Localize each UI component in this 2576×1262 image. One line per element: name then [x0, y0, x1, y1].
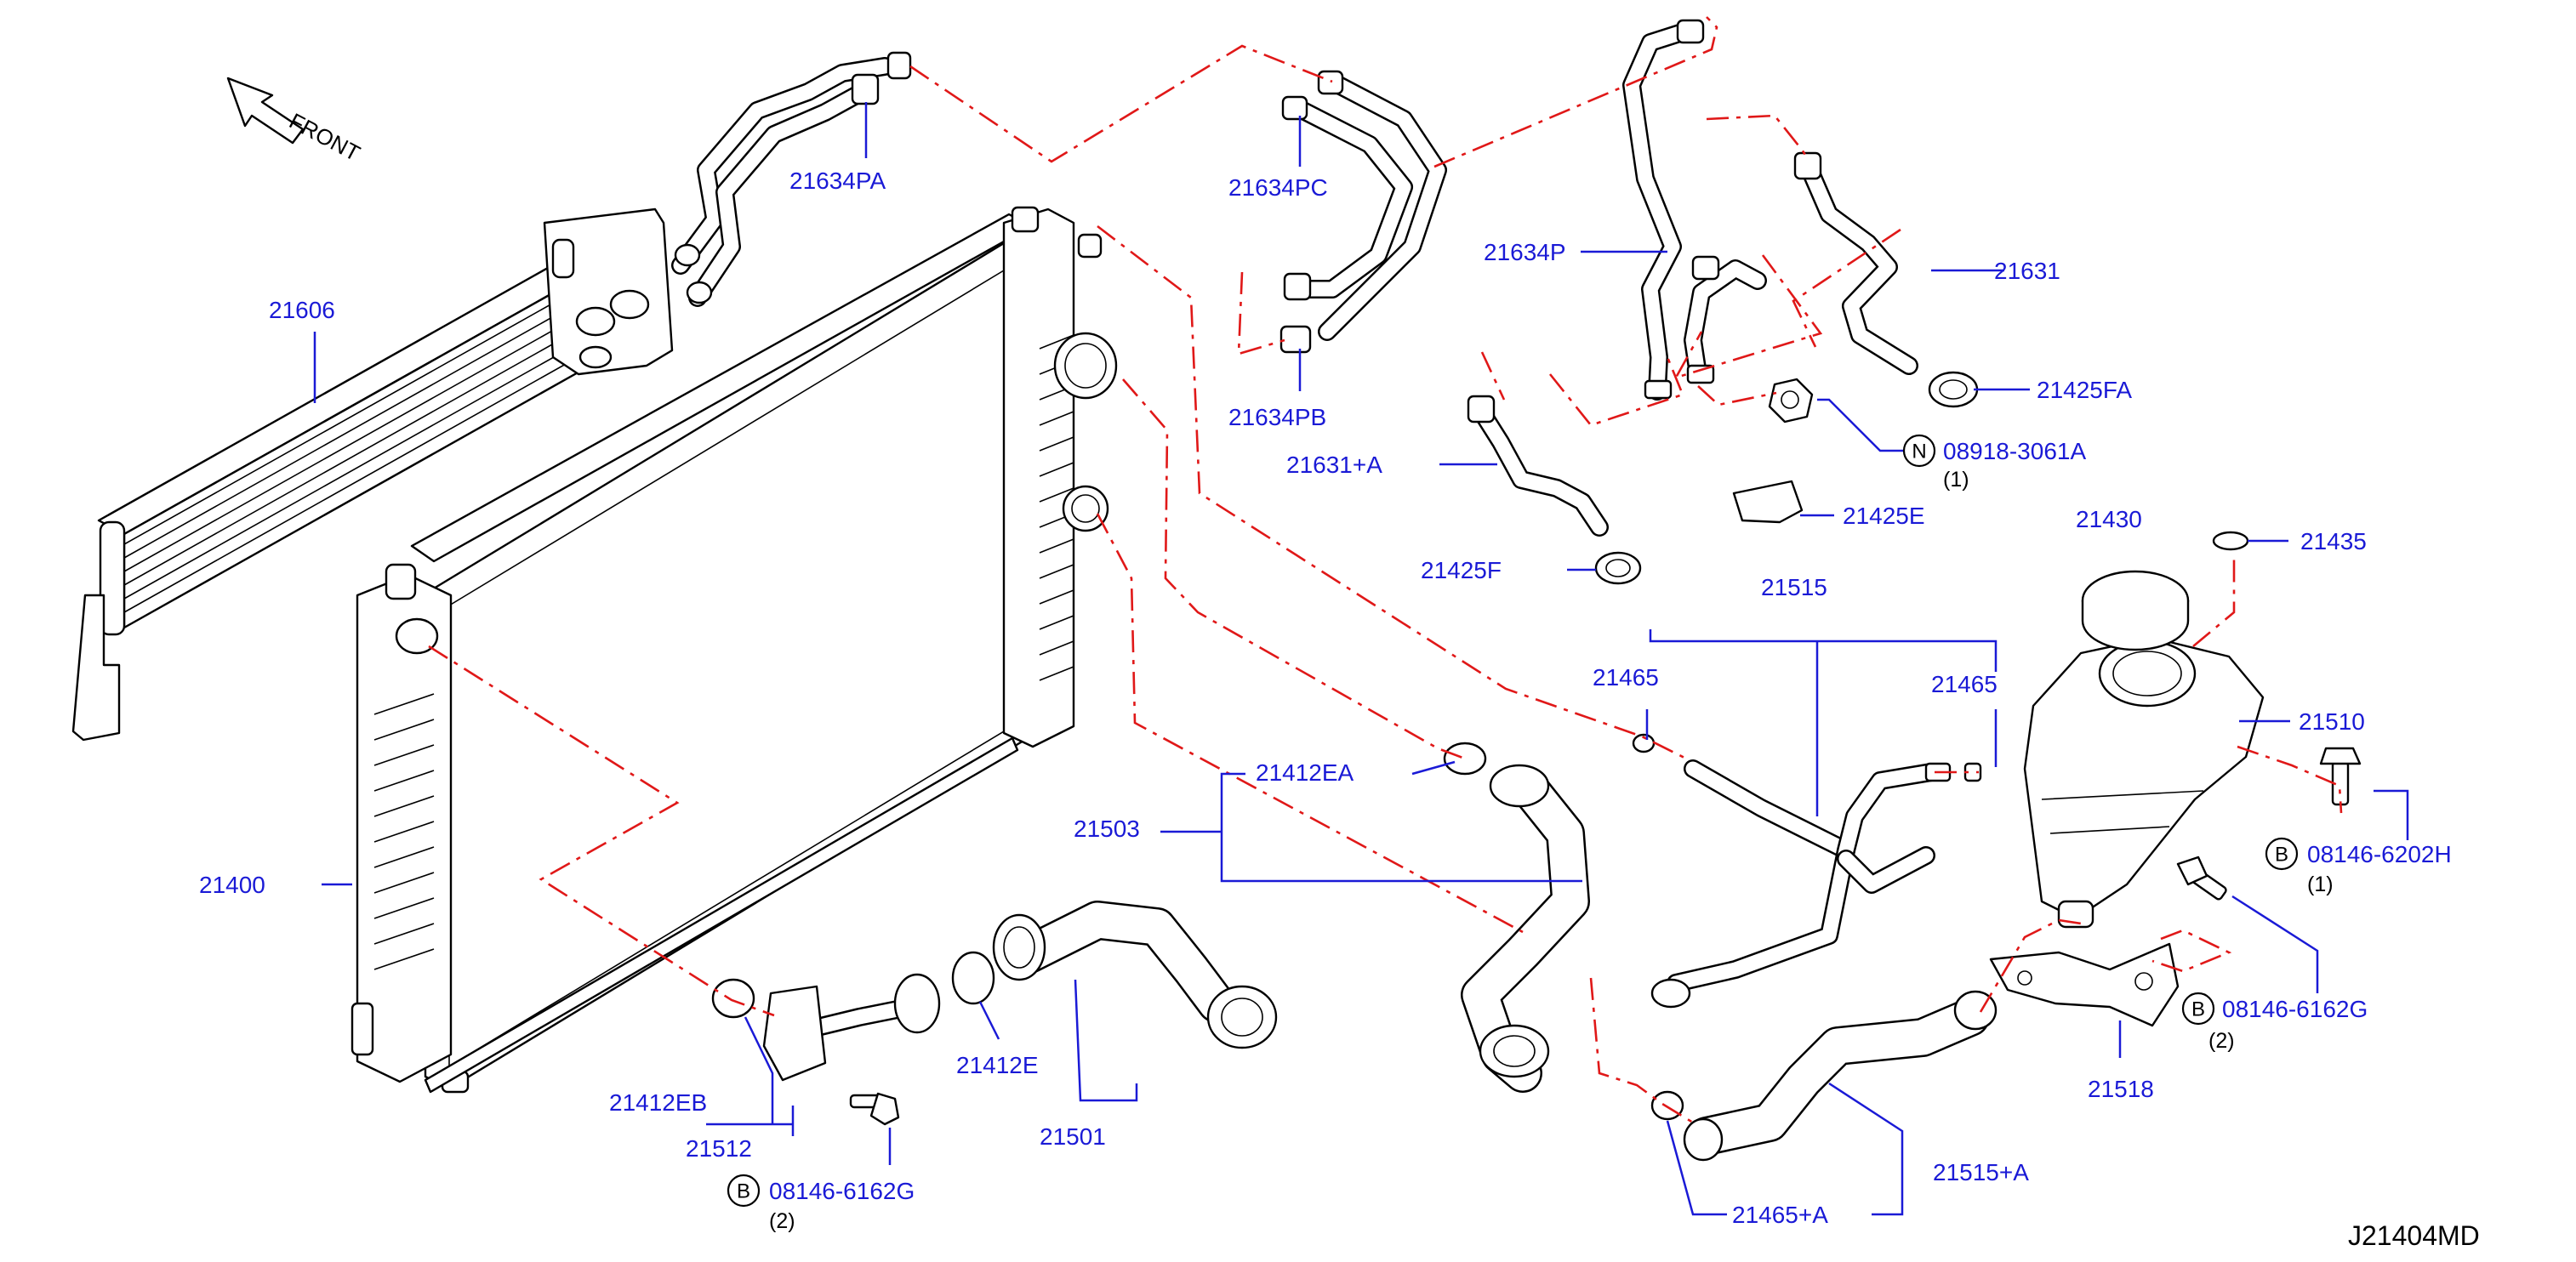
label-21631A[interactable]: 21631+A: [1286, 452, 1382, 478]
label-21425F[interactable]: 21425F: [1421, 557, 1502, 583]
bolt-symbol-icon: [727, 1174, 761, 1208]
drawing-code: J21404MD: [2348, 1220, 2480, 1251]
nut-08918[interactable]: [1768, 378, 1814, 424]
label-21518[interactable]: 21518: [2088, 1076, 2154, 1102]
label-21512[interactable]: 21512: [686, 1135, 752, 1162]
nut-symbol-icon: [1902, 434, 1936, 468]
reservoir-tank-21510[interactable]: [2023, 636, 2265, 929]
oil-cooler-hose-21634PC[interactable]: [1279, 70, 1447, 354]
radiator-21400[interactable]: [350, 206, 1118, 1094]
oil-cooler-hose-21634PA[interactable]: [671, 51, 912, 307]
label-21515A[interactable]: 21515+A: [1933, 1159, 2029, 1185]
assembly-centerlines: [428, 16, 2343, 1124]
bolt-symbol-icon: [2181, 992, 2215, 1026]
svg-text:(1): (1): [1943, 468, 1969, 492]
clip-21425E[interactable]: [1732, 480, 1804, 524]
label-21412EA[interactable]: 21412EA: [1256, 759, 1354, 786]
svg-text:(1): (1): [2307, 873, 2334, 896]
label-21606[interactable]: 21606: [269, 297, 335, 323]
bolt-08146-6162G-upper[interactable]: [2176, 856, 2227, 901]
bolt-08146-6162G-lower[interactable]: [849, 1092, 900, 1126]
reservoir-cap-21430[interactable]: [2081, 570, 2190, 651]
radiator-hose-lower-21501[interactable]: [992, 901, 1278, 1049]
seal-21435[interactable]: [2212, 531, 2249, 551]
reservoir-bracket-21518[interactable]: [1989, 942, 2180, 1027]
svg-text:08146-6162G: 08146-6162G: [2222, 996, 2368, 1022]
svg-text:B: B: [737, 1180, 750, 1203]
label-21634PB[interactable]: 21634PB: [1228, 404, 1326, 430]
label-21412EB[interactable]: 21412EB: [609, 1089, 707, 1116]
svg-text:B: B: [2191, 998, 2205, 1021]
reservoir-hose-21515[interactable]: [1650, 759, 1952, 1009]
label-21501[interactable]: 21501: [1040, 1123, 1106, 1150]
o-ring-21412EA[interactable]: [1443, 742, 1487, 776]
leader-lines: [313, 102, 2409, 1216]
label-21425FA[interactable]: 21425FA: [2037, 377, 2132, 403]
oil-cooler-hose-21634P[interactable]: [1622, 19, 1767, 401]
water-hose-21631[interactable]: [1793, 151, 1918, 375]
label-21425E[interactable]: 21425E: [1843, 503, 1925, 529]
label-21412E[interactable]: 21412E: [956, 1052, 1039, 1078]
svg-text:N: N: [1912, 441, 1926, 463]
svg-text:08146-6162G: 08146-6162G: [769, 1178, 915, 1204]
front-direction-indicator: FRONT: [226, 77, 364, 166]
label-21400[interactable]: 21400: [199, 872, 265, 898]
bolt-symbol-icon: [2265, 837, 2299, 871]
label-21634P[interactable]: 21634P: [1484, 239, 1566, 265]
radiator-hose-upper-21503[interactable]: [1461, 764, 1590, 1093]
label-21435[interactable]: 21435: [2300, 528, 2367, 554]
hose-clamp-21425F[interactable]: [1594, 551, 1642, 585]
o-ring-21412E[interactable]: [951, 951, 995, 1005]
label-21634PA[interactable]: 21634PA: [789, 168, 886, 194]
part-labels: 21634PA 21634PC 21634PB 21634P 21631 214…: [199, 168, 2452, 1233]
svg-text:B: B: [2275, 844, 2288, 867]
hose-clamp-21425FA[interactable]: [1928, 371, 1979, 408]
oil-cooler-21606[interactable]: [71, 207, 674, 742]
svg-text:08146-6202H: 08146-6202H: [2307, 841, 2452, 867]
label-21631[interactable]: 21631: [1994, 258, 2060, 284]
svg-text:(2): (2): [2208, 1029, 2235, 1053]
reservoir-hose-21515A[interactable]: [1683, 990, 1998, 1162]
o-ring-21412EB[interactable]: [711, 978, 755, 1019]
svg-text:(2): (2): [769, 1209, 795, 1233]
label-21465A[interactable]: 21465+A: [1732, 1202, 1828, 1228]
label-21465-left[interactable]: 21465: [1593, 664, 1659, 691]
water-hose-21631A[interactable]: [1467, 395, 1609, 537]
callout-08918-3061A[interactable]: N 08918-3061A (1): [1902, 434, 2086, 492]
hose-clamp-21465A[interactable]: [1650, 1090, 1684, 1121]
callout-08146-6202H[interactable]: B 08146-6202H (1): [2265, 837, 2452, 896]
water-outlet-21512[interactable]: [762, 973, 941, 1082]
label-21515[interactable]: 21515: [1761, 574, 1827, 600]
label-21430[interactable]: 21430: [2076, 506, 2142, 532]
label-21465-right[interactable]: 21465: [1931, 671, 1998, 697]
label-21503[interactable]: 21503: [1074, 816, 1140, 842]
front-arrow-icon: [226, 77, 305, 145]
svg-text:08918-3061A: 08918-3061A: [1943, 438, 2086, 464]
callout-08146-6162G-lower[interactable]: B 08146-6162G (2): [727, 1174, 915, 1233]
callout-08146-6162G-upper[interactable]: B 08146-6162G (2): [2181, 992, 2368, 1053]
label-21634PC[interactable]: 21634PC: [1228, 174, 1328, 201]
label-21510[interactable]: 21510: [2299, 708, 2365, 735]
bolt-08146-6202H[interactable]: [2319, 747, 2362, 806]
